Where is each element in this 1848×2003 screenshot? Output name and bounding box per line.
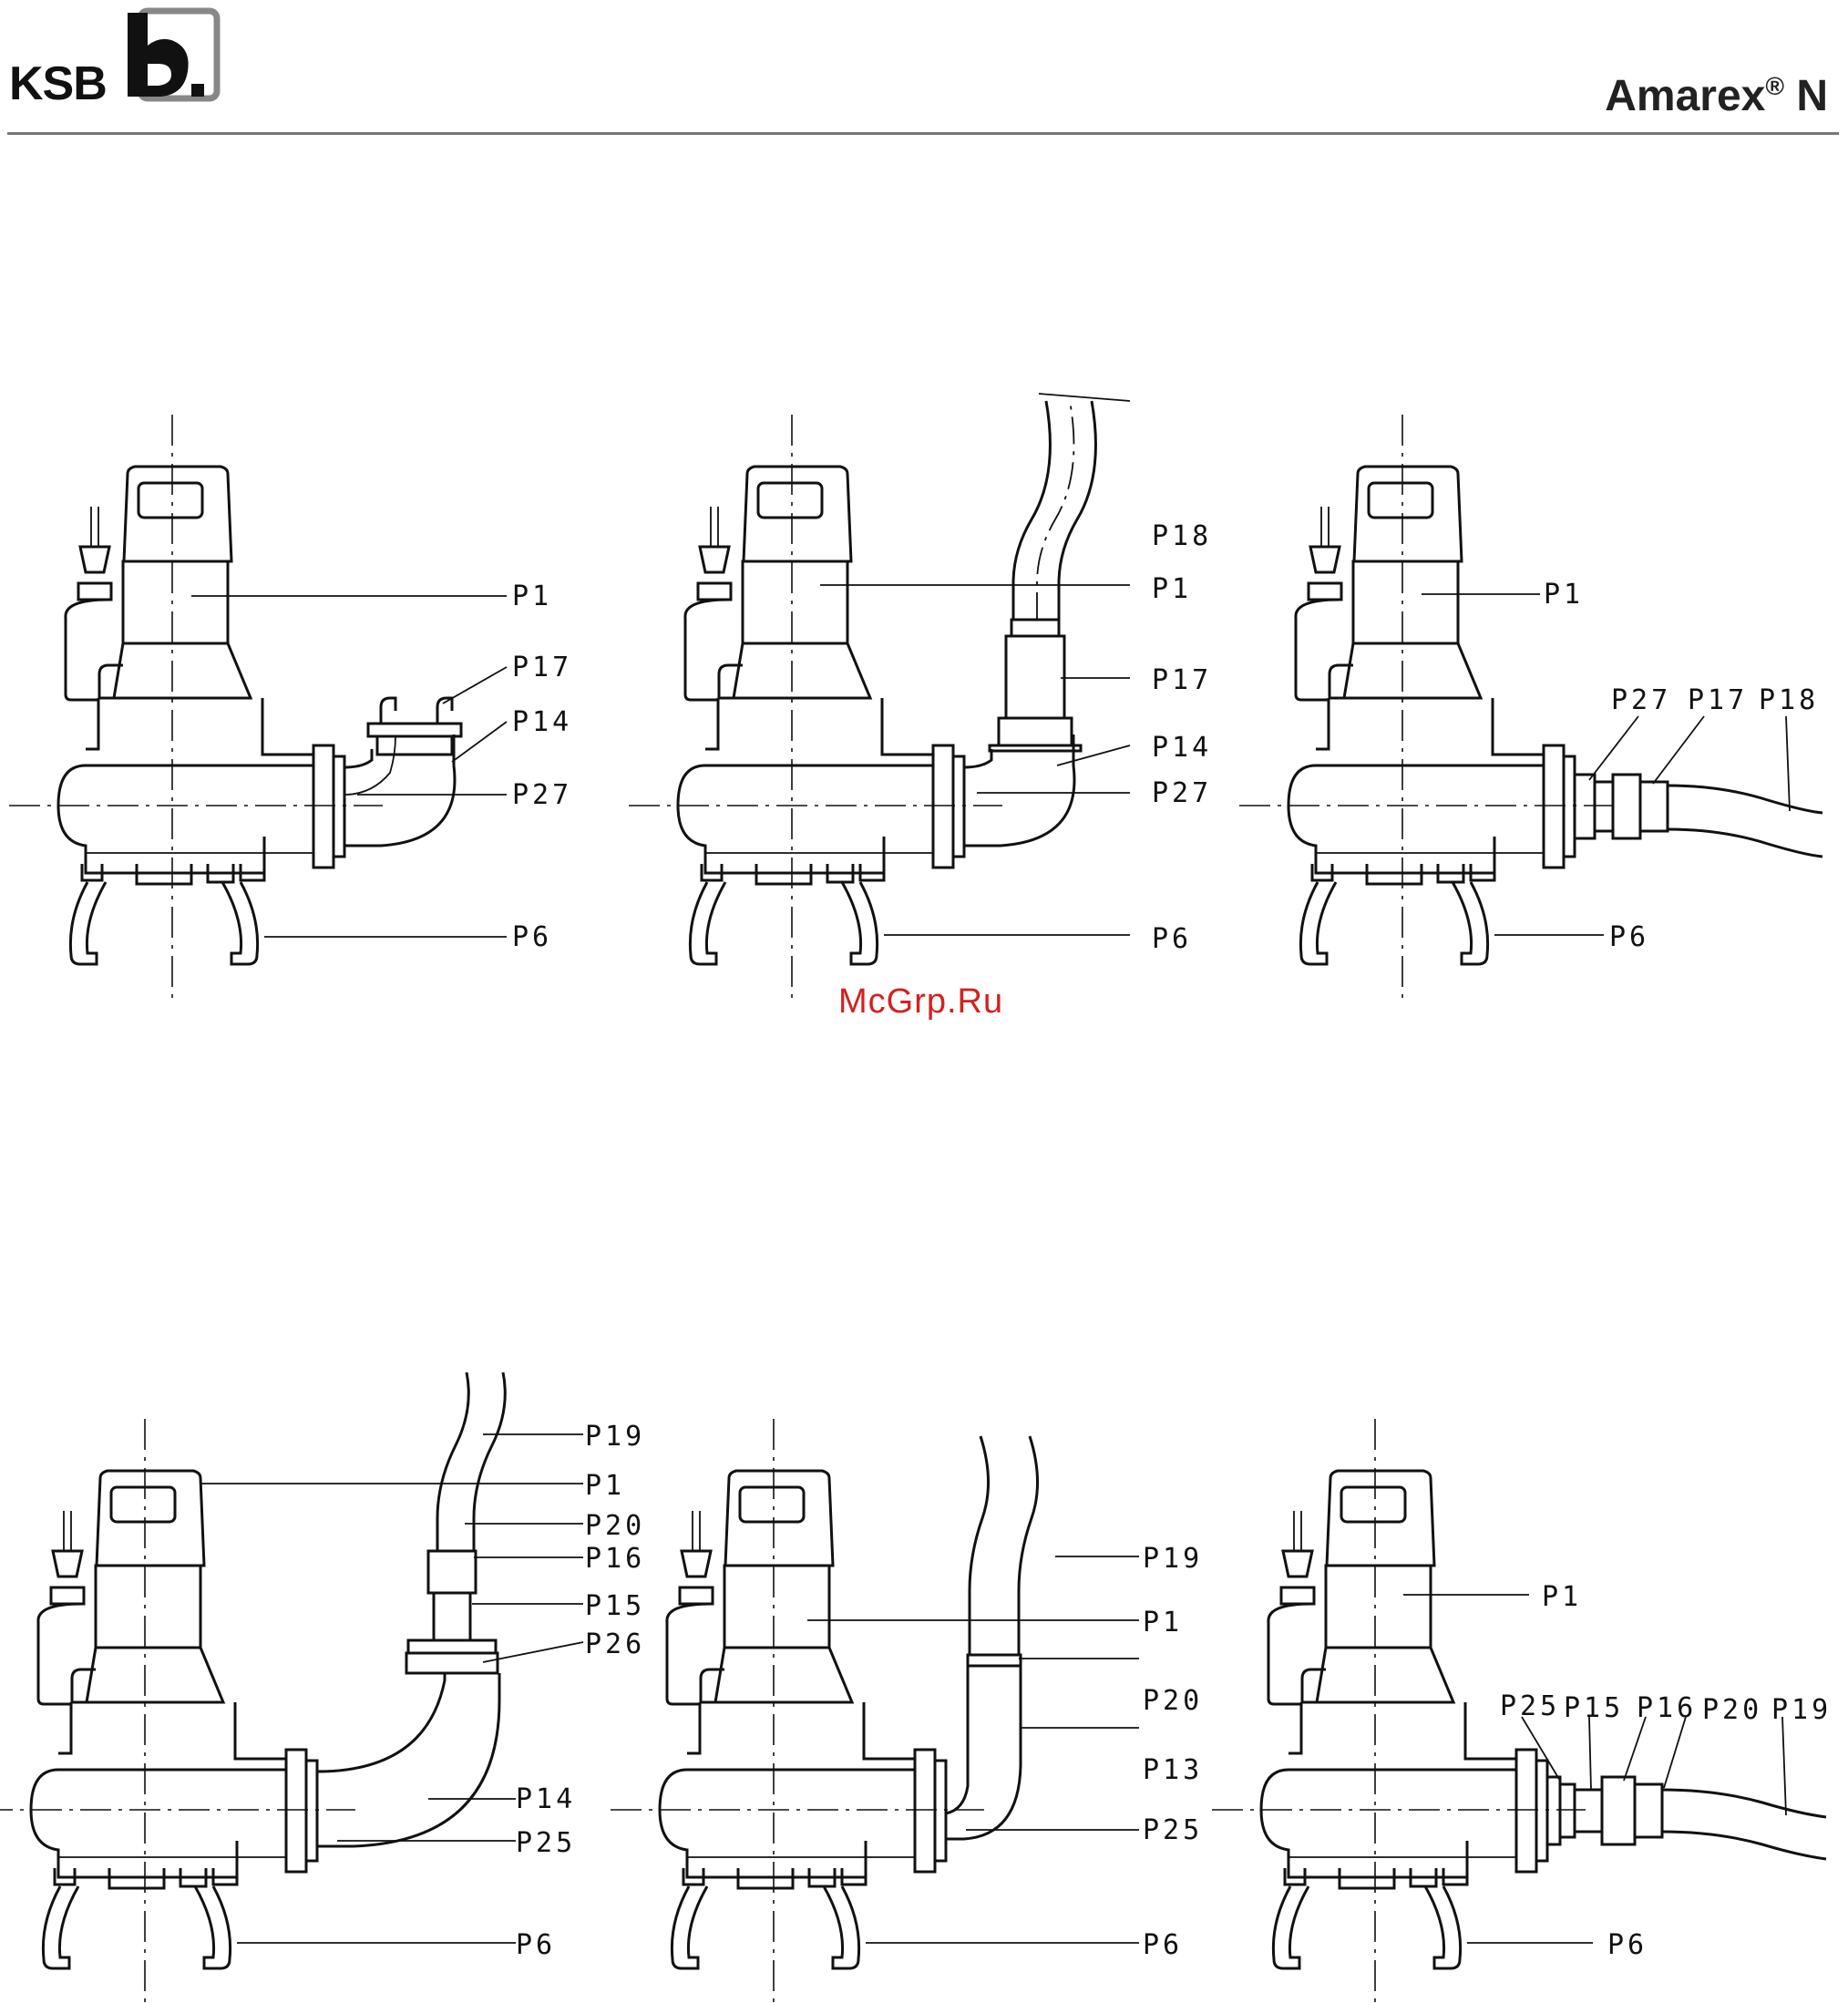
label-fig3-p17: P17	[1688, 684, 1748, 716]
label-fig6-p1: P1	[1542, 1581, 1582, 1613]
label-fig1-p27: P27	[512, 779, 572, 811]
label-fig4-p15: P15	[585, 1590, 645, 1622]
label-fig5-p13: P13	[1143, 1754, 1203, 1786]
label-fig3-p27: P27	[1611, 684, 1671, 716]
label-fig4-p26: P26	[585, 1628, 645, 1660]
label-fig4-p25: P25	[516, 1827, 576, 1859]
label-fig1-p14: P14	[512, 706, 572, 738]
label-fig4-p20: P20	[585, 1510, 645, 1542]
label-fig1-p6: P6	[512, 921, 552, 953]
label-fig3-p6: P6	[1609, 921, 1649, 953]
label-fig1-p17: P17	[512, 652, 572, 683]
figure-2	[629, 394, 1130, 1002]
label-fig2-p18: P18	[1152, 520, 1212, 552]
label-fig2-p1: P1	[1152, 573, 1192, 605]
figure-1	[9, 415, 507, 1002]
label-fig1-p1: P1	[512, 580, 552, 612]
label-fig5-p25: P25	[1143, 1814, 1203, 1846]
label-fig6-p15: P15	[1564, 1692, 1624, 1724]
label-fig5-p20: P20	[1143, 1685, 1203, 1717]
label-fig6-p16: P16	[1637, 1692, 1697, 1724]
label-fig4-p19: P19	[585, 1421, 645, 1453]
label-fig2-p17: P17	[1152, 664, 1212, 696]
figure-5	[611, 1419, 1139, 2003]
label-fig4-p6: P6	[516, 1929, 556, 1961]
label-fig6-p6: P6	[1607, 1929, 1648, 1961]
label-fig4-p14: P14	[516, 1783, 576, 1815]
label-fig4-p1: P1	[585, 1470, 625, 1502]
label-fig2-p6: P6	[1152, 923, 1192, 955]
watermark-text: McGrp.Ru	[838, 982, 1003, 1022]
label-fig6-p19: P19	[1771, 1694, 1832, 1726]
label-fig2-p27: P27	[1152, 777, 1212, 809]
label-fig6-p25: P25	[1500, 1690, 1560, 1722]
label-fig3-p18: P18	[1759, 684, 1819, 716]
figure-4	[0, 1372, 583, 2003]
label-fig4-p16: P16	[585, 1543, 645, 1575]
label-fig2-p14: P14	[1152, 732, 1212, 764]
label-fig3-p1: P1	[1544, 579, 1584, 611]
label-fig5-p6: P6	[1143, 1929, 1183, 1961]
label-fig5-p1: P1	[1143, 1607, 1183, 1638]
label-fig6-p20: P20	[1702, 1694, 1762, 1726]
label-fig5-p19: P19	[1143, 1543, 1203, 1575]
